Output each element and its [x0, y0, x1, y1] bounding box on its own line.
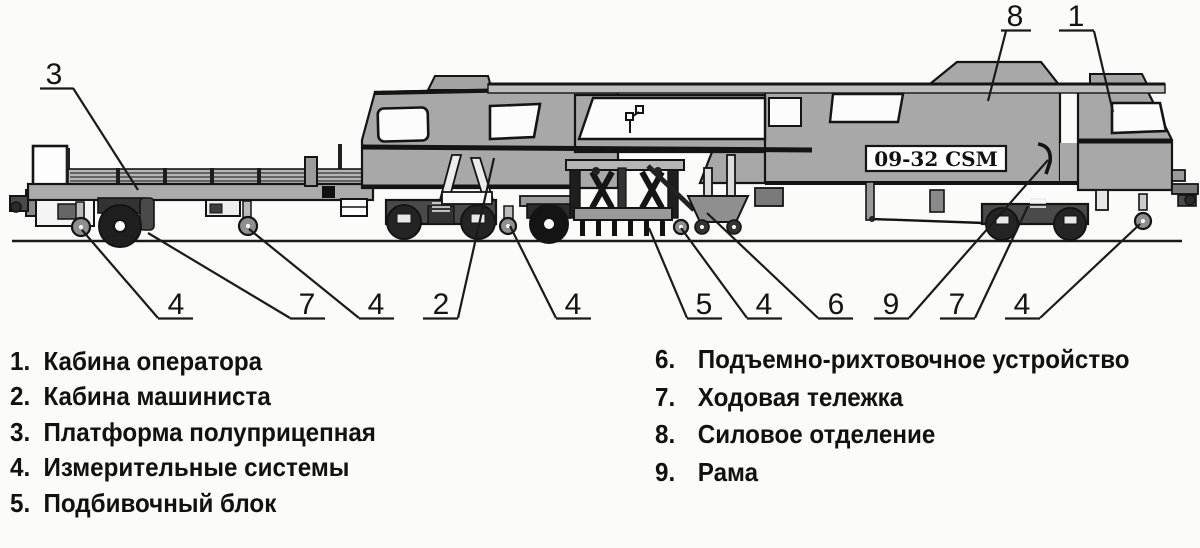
- leader-lines: [40, 29, 1141, 320]
- legend-item-label: Измерительные системы: [43, 452, 350, 483]
- cab-window: [376, 106, 430, 143]
- callout-4: 4: [1014, 288, 1031, 321]
- legend-item-label: Подъемно-рихтовочное устройство: [697, 344, 1130, 374]
- legend-item-label: Кабина машиниста: [43, 381, 271, 412]
- model-plate-label: 09-32 CSM: [874, 147, 997, 171]
- platform-end-wall: [31, 144, 69, 190]
- legend-item: 2. Кабина машиниста: [10, 379, 376, 414]
- legend-item: 4. Измерительные системы: [10, 450, 376, 485]
- legend-item-number: 7.: [655, 381, 676, 412]
- callout-4: 4: [756, 288, 773, 321]
- callout-9: 9: [883, 288, 900, 321]
- legend-item: 3. Платформа полуприцепная: [10, 415, 376, 450]
- callout-7: 7: [949, 288, 966, 321]
- legend-item-label: Кабина оператора: [43, 346, 263, 376]
- legend-item-number: 4.: [10, 452, 31, 483]
- undercarriage-group: [384, 142, 1199, 244]
- legend-item-label: Рама: [697, 456, 759, 487]
- legend-left-column: 1. Кабина оператора 2. Кабина машиниста …: [10, 344, 376, 521]
- callout-3: 3: [46, 58, 63, 91]
- callout-5: 5: [696, 288, 713, 321]
- callout-1: 1: [1068, 0, 1085, 33]
- operator-cab-window: [1110, 101, 1168, 135]
- legend-item: 1. Кабина оператора: [10, 344, 376, 379]
- legend-item-number: 2.: [10, 381, 31, 412]
- frame-edge: [1037, 142, 1053, 175]
- legend-item: 9. Рама: [655, 454, 1130, 492]
- legend-item-number: 6.: [655, 344, 676, 374]
- front-bogie: [980, 198, 1090, 241]
- legend-item-number: 8.: [655, 419, 676, 450]
- machine-body-group: [360, 60, 1174, 192]
- platform-beam: [26, 182, 375, 202]
- legend-item: 5. Подбивочный блок: [10, 486, 376, 521]
- legend-item-label: Подбивочный блок: [43, 487, 277, 518]
- engine-window: [828, 92, 905, 124]
- model-plate: [864, 144, 1008, 173]
- legend-item: 8. Силовое отделение: [655, 416, 1130, 454]
- legend-item-number: 1.: [10, 346, 31, 376]
- callout-numbers: 3 8 1 4 7 4 2 4 5 4 6 9 7 4: [46, 0, 1085, 321]
- callout-4: 4: [368, 288, 385, 321]
- legend-item-label: Ходовая тележка: [697, 381, 904, 412]
- platform-group: [9, 144, 375, 248]
- legend-item-number: 3.: [10, 416, 31, 447]
- buffer-head-left: [10, 201, 22, 213]
- mid-opening-small: [768, 97, 802, 127]
- antenna: [625, 112, 634, 121]
- legend-item-label: Платформа полуприцепная: [43, 416, 376, 447]
- legend-item: 6. Подъемно-рихтовочное устройство: [655, 341, 1130, 379]
- cab-window: [488, 102, 542, 141]
- legend-item-number: 5.: [10, 487, 31, 518]
- legend-item: 7. Ходовая тележка: [655, 379, 1130, 417]
- cab-roof-box: [426, 75, 494, 91]
- callout-6: 6: [828, 288, 845, 321]
- tamping-unit: [565, 159, 685, 236]
- callout-2: 2: [433, 288, 450, 321]
- lifting-lining-device: [646, 154, 750, 235]
- mid-opening: [577, 96, 767, 141]
- legend-right-column: 6. Подъемно-рихтовочное устройство 7. Хо…: [655, 341, 1130, 491]
- buffer-head-right: [1184, 194, 1196, 206]
- legend-item-number: 9.: [655, 456, 676, 487]
- callout-4: 4: [168, 288, 185, 321]
- callout-7: 7: [299, 288, 316, 321]
- callout-4: 4: [565, 288, 582, 321]
- legend-item-label: Силовое отделение: [697, 419, 936, 450]
- callout-8: 8: [1007, 0, 1024, 33]
